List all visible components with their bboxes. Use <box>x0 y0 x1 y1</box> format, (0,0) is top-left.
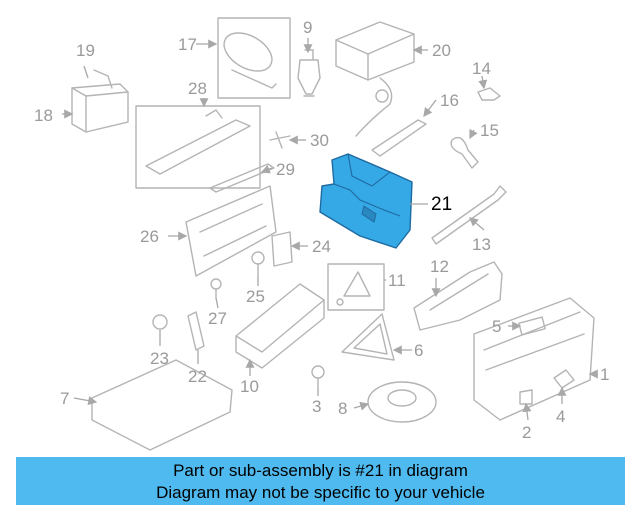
part-23-plug[interactable] <box>152 314 168 330</box>
info-banner: Part or sub-assembly is #21 in diagram D… <box>16 457 625 505</box>
callout-4: 4 <box>556 407 565 426</box>
part-18-pouch[interactable] <box>71 69 129 133</box>
callout-16: 16 <box>440 91 459 110</box>
callout-7: 7 <box>60 389 69 408</box>
part-14-clip[interactable] <box>477 87 501 101</box>
callout-20: 20 <box>432 41 451 60</box>
callout-24: 24 <box>312 237 331 256</box>
part-8-spacer[interactable] <box>367 381 437 423</box>
part-13-handle[interactable] <box>431 185 507 245</box>
callout-15: 15 <box>480 121 499 140</box>
callout-11: 11 <box>388 271 406 290</box>
callout-23: 23 <box>150 349 169 368</box>
callout-10: 10 <box>240 377 259 396</box>
callout-19: 19 <box>76 41 95 60</box>
callout-8: 8 <box>338 399 347 418</box>
part-3-bolt[interactable] <box>311 365 325 389</box>
part-17-filter[interactable] <box>217 17 291 99</box>
callout-17: 17 <box>178 35 197 54</box>
part-30-clip[interactable] <box>269 131 291 149</box>
part-15-hook[interactable] <box>450 136 479 169</box>
part-1-sill-panel[interactable] <box>473 297 595 421</box>
banner-line-1: Part or sub-assembly is #21 in diagram <box>173 461 468 480</box>
callout-3: 3 <box>312 397 321 416</box>
part-20-compressor[interactable] <box>335 21 415 137</box>
part-28-panel[interactable] <box>135 105 261 189</box>
callout-14: 14 <box>472 59 491 78</box>
part-7-mat[interactable] <box>91 359 233 451</box>
part-27-fastener[interactable] <box>210 278 222 299</box>
part-12-jack[interactable] <box>413 261 503 331</box>
callout-26: 26 <box>140 227 159 246</box>
callout-1: 1 <box>600 365 609 384</box>
callout-25: 25 <box>246 287 265 306</box>
callout-30: 30 <box>310 131 329 150</box>
callout-27: 27 <box>208 309 227 328</box>
leader-lines <box>62 38 598 421</box>
part-25-fastener[interactable] <box>251 251 265 277</box>
callout-6: 6 <box>414 341 423 360</box>
part-6-warning-triangle[interactable] <box>341 313 395 361</box>
part-4-clip[interactable] <box>553 369 575 389</box>
part-24-bracket[interactable] <box>271 231 293 267</box>
callout-labels: 19 18 17 9 20 14 16 15 28 30 29 26 24 25… <box>34 18 609 442</box>
callout-13: 13 <box>472 235 491 254</box>
part-2-clip[interactable] <box>519 389 533 405</box>
callout-21: 21 <box>431 194 452 215</box>
callout-2: 2 <box>522 423 531 442</box>
part-9-bulb[interactable] <box>297 49 321 97</box>
callout-28: 28 <box>188 79 207 98</box>
callout-18: 18 <box>34 106 53 125</box>
callout-29: 29 <box>276 160 295 179</box>
part-21-highlighted[interactable] <box>319 153 413 249</box>
callout-5: 5 <box>492 317 501 336</box>
callout-12: 12 <box>430 257 449 276</box>
part-16-tool[interactable] <box>371 119 427 157</box>
part-26-trim[interactable] <box>185 185 277 277</box>
part-10-tray[interactable] <box>235 283 325 369</box>
banner-line-2: Diagram may not be specific to your vehi… <box>156 483 485 502</box>
part-29-strip[interactable] <box>209 163 275 193</box>
parts-diagram: 19 18 17 9 20 14 16 15 28 30 29 26 24 25… <box>34 17 609 451</box>
callout-9: 9 <box>303 18 312 37</box>
part-22-bracket[interactable] <box>187 311 205 351</box>
callout-22: 22 <box>188 367 207 386</box>
part-11-bracket[interactable] <box>327 263 385 311</box>
part-5-clip[interactable] <box>518 316 546 336</box>
